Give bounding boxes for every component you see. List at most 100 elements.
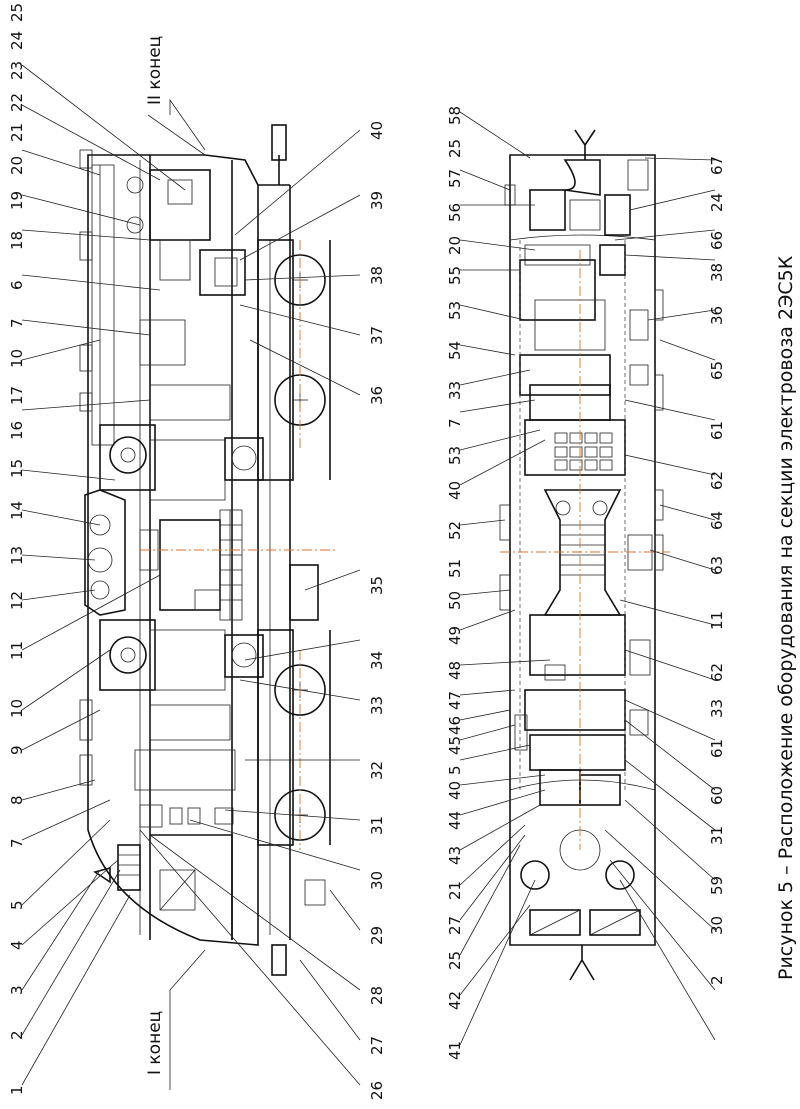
callout-label: 31	[708, 826, 726, 845]
callout-label: 55	[446, 266, 464, 285]
callout-label: 62	[708, 663, 726, 682]
left-view-right-labels: 26 27 28 29 30 31 32 33 17 34 35 36 37 3…	[368, 121, 386, 1100]
callout-label: 60	[708, 786, 726, 805]
callout-label: 64	[708, 511, 726, 530]
leader-lines	[21, 64, 361, 1090]
callout-label: 3	[8, 985, 26, 995]
callout-label: 49	[446, 626, 464, 645]
callout-label: 36	[708, 306, 726, 325]
callout-label: 31	[368, 816, 386, 835]
callout-label: 30	[708, 916, 726, 935]
callout-label: 22	[8, 93, 26, 112]
callout-label: 61	[708, 421, 726, 440]
figure-caption: Рисунок 5 – Расположение оборудования на…	[775, 255, 797, 980]
callout-label: 67	[708, 156, 726, 175]
callout-label: 38	[708, 263, 726, 282]
callout-label: 33	[368, 696, 386, 715]
callout-label: 30	[368, 871, 386, 890]
callout-label: 24	[8, 31, 26, 50]
callout-label: 40	[446, 481, 464, 500]
callout-label: 29	[368, 926, 386, 945]
callout-label: 41	[446, 1041, 464, 1060]
end-label-2: II конец	[145, 36, 165, 105]
callout-label: 17	[8, 386, 26, 405]
plan-view-right-labels: 2 30 59 31 60 61 33 62 11 63 64 62 61 65…	[708, 156, 726, 985]
callout-label: 19	[8, 191, 26, 210]
callout-label: 47	[446, 691, 464, 710]
callout-label: 53	[446, 446, 464, 465]
callout-label: 40	[446, 781, 464, 800]
callout-label: 48	[446, 661, 464, 680]
callout-label: 7	[8, 838, 26, 848]
callout-label: 54	[446, 341, 464, 360]
callout-label: 6	[8, 280, 26, 290]
callout-label: 26	[368, 1081, 386, 1100]
plan-view-left-labels: 41 42 25 27 21 43 44 40 5 45 46 47 48 49…	[446, 106, 464, 1060]
plan-view	[499, 129, 670, 981]
callout-label: 27	[368, 1036, 386, 1055]
callout-label: 50	[446, 591, 464, 610]
callout-label: 61	[708, 739, 726, 758]
callout-label: 46	[446, 716, 464, 735]
callout-label: 25	[446, 951, 464, 970]
callout-label: 15	[8, 459, 26, 478]
callout-label: 53	[446, 301, 464, 320]
callout-label: 23	[8, 61, 26, 80]
callout-label: 58	[446, 106, 464, 125]
callout-label: 5	[446, 765, 464, 775]
callout-label: 45	[446, 736, 464, 755]
callout-label: 63	[708, 556, 726, 575]
callout-label: 4	[8, 940, 26, 950]
callout-label: 1	[8, 1085, 26, 1095]
callout-label: 20	[8, 156, 26, 175]
callout-label: 32	[368, 761, 386, 780]
callout-label: 27	[446, 916, 464, 935]
callout-label: 62	[708, 471, 726, 490]
callout-label: 21	[446, 881, 464, 900]
left-view-left-labels: 1 2 3 4 5 7 8 9 10 11 12 13 14 15 16 17 …	[8, 3, 26, 1095]
callout-label: 33	[708, 699, 726, 718]
callout-label: 44	[446, 811, 464, 830]
callout-label: 59	[708, 876, 726, 895]
callout-label: 38	[368, 266, 386, 285]
callout-label: 57	[446, 169, 464, 188]
callout-label: 25	[8, 3, 26, 22]
callout-label: 24	[708, 193, 726, 212]
callout-label: 34	[368, 651, 386, 670]
callout-label: 39	[368, 191, 386, 210]
callout-label: 20	[446, 236, 464, 255]
callout-label: 28	[368, 986, 386, 1005]
callout-label: 12	[8, 591, 26, 610]
callout-label: 11	[8, 641, 26, 660]
callout-label: 36	[368, 386, 386, 405]
side-section-view	[79, 124, 335, 976]
callout-label: 5	[8, 900, 26, 910]
callout-label: 7	[8, 318, 26, 328]
callout-label: 51	[446, 559, 464, 578]
callout-label: 2	[8, 1030, 26, 1040]
callout-label: 65	[708, 361, 726, 380]
callout-label: 40	[368, 121, 386, 140]
callout-label: 2	[708, 975, 726, 985]
callout-label: 18	[8, 231, 26, 250]
callout-label: 16	[8, 421, 26, 440]
end-label-1: I конец	[145, 1011, 165, 1075]
callout-label: 25	[446, 139, 464, 158]
callout-label: 21	[8, 123, 26, 142]
callout-label: 13	[8, 546, 26, 565]
callout-label: 7	[446, 418, 464, 428]
callout-label: 42	[446, 991, 464, 1010]
callout-label: 56	[446, 203, 464, 222]
callout-label: 14	[8, 501, 26, 520]
callout-label: 35	[368, 576, 386, 595]
callout-label: 33	[446, 381, 464, 400]
callout-label: 11	[708, 611, 726, 630]
callout-label: 9	[8, 745, 26, 755]
callout-label: 8	[8, 795, 26, 805]
plan-leader-lines	[459, 111, 716, 1046]
callout-label: 66	[708, 231, 726, 250]
callout-label: 37	[368, 326, 386, 345]
callout-label: 10	[8, 349, 26, 368]
callout-label: 43	[446, 846, 464, 865]
